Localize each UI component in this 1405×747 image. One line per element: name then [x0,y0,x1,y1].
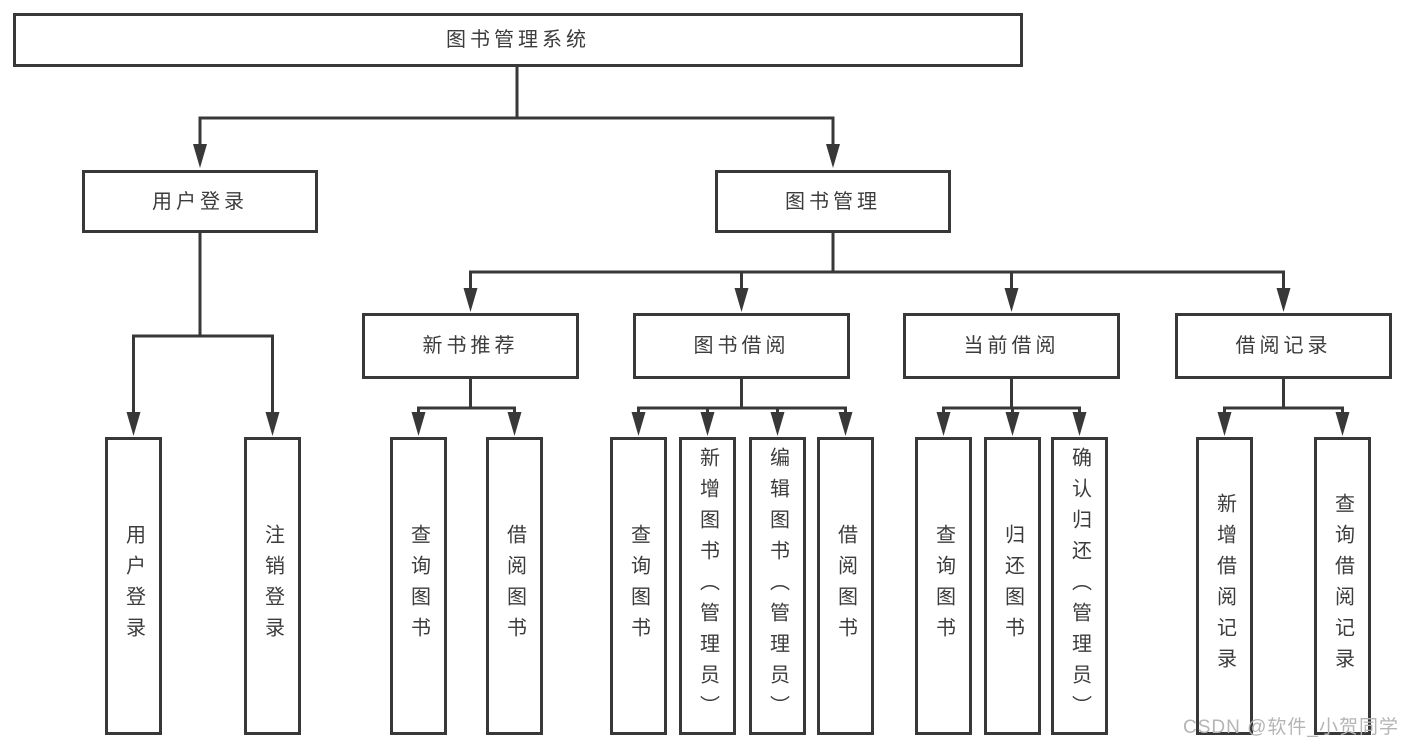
leaf-bb-query-books: 查询图书 [610,437,667,735]
leaf-cb-return-books: 归还图书 [984,437,1041,735]
leaf-bb-edit-books-admin: 编辑图书（管理员） [749,437,806,735]
leaf-cb-query-books: 查询图书 [915,437,972,735]
node-new-book-recommend: 新书推荐 [362,313,579,379]
csdn-watermark: CSDN @软件_小贺同学 [1183,717,1399,738]
node-current-borrowing: 当前借阅 [903,313,1120,379]
node-book-management: 图书管理 [715,170,951,233]
leaf-user-login: 用户登录 [105,437,162,735]
leaf-br-add-record: 新增借阅记录 [1196,437,1253,735]
leaf-br-query-record: 查询借阅记录 [1314,437,1371,735]
node-user-login: 用户登录 [82,170,318,233]
node-borrowing-records: 借阅记录 [1175,313,1392,379]
leaf-bb-add-books-admin: 新增图书（管理员） [679,437,736,735]
leaf-logout: 注销登录 [244,437,301,735]
leaf-nb-borrow-books: 借阅图书 [486,437,543,735]
leaf-cb-confirm-return-admin: 确认归还（管理员） [1051,437,1108,735]
node-root: 图书管理系统 [13,13,1023,67]
leaf-nb-query-books: 查询图书 [390,437,447,735]
node-book-borrowing: 图书借阅 [633,313,850,379]
leaf-bb-borrow-books: 借阅图书 [817,437,874,735]
